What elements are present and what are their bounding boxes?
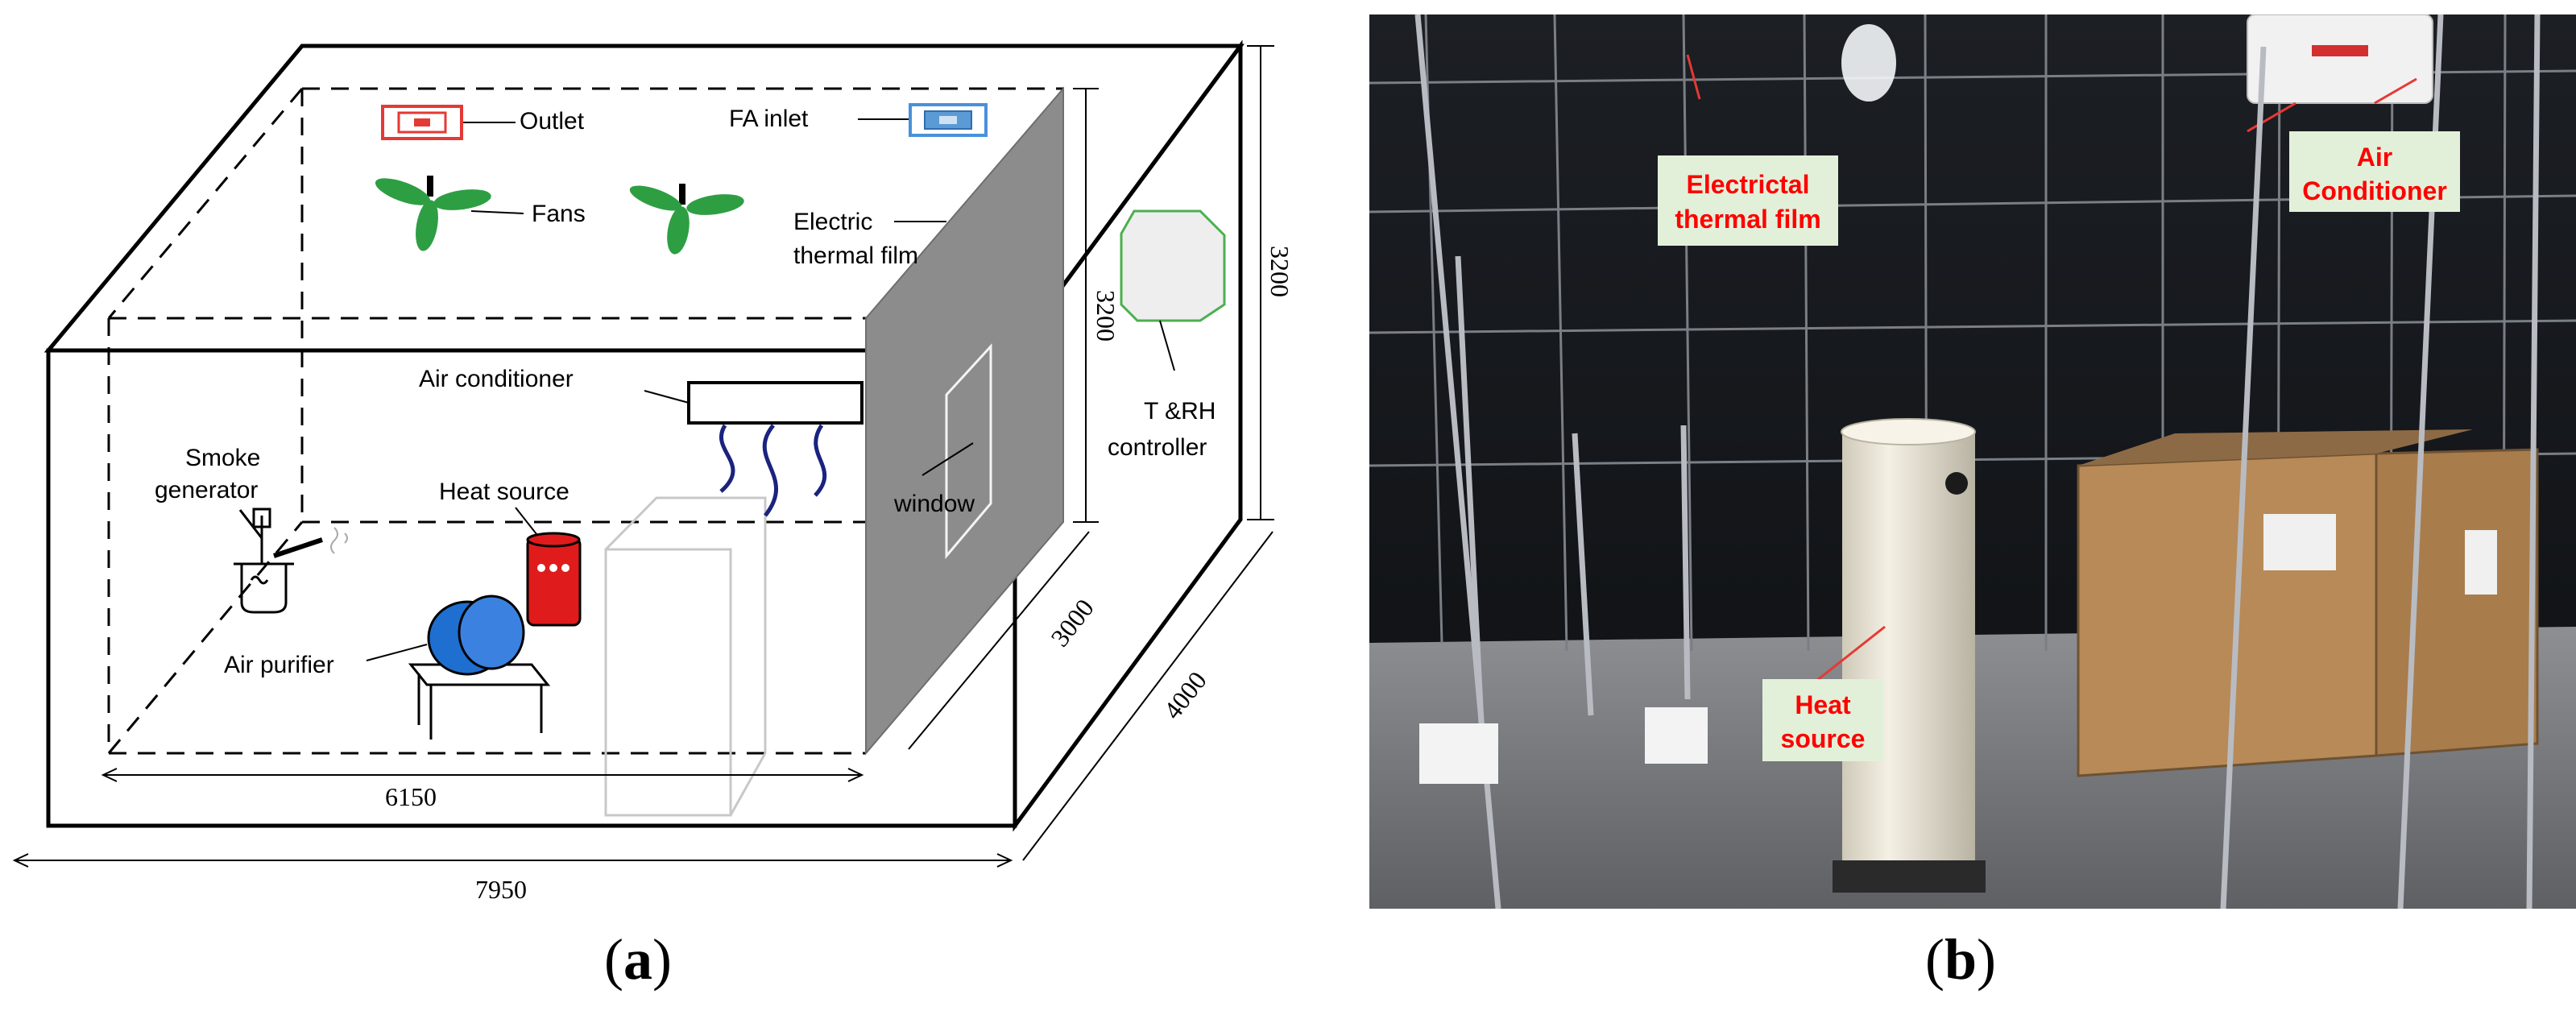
window-frame xyxy=(945,343,992,560)
photo-air-conditioner xyxy=(2247,15,2433,104)
controller-label-line2: controller xyxy=(1108,434,1207,461)
table-icon xyxy=(408,663,551,740)
outlet-label: Outlet xyxy=(520,108,585,135)
caption-b: (b) xyxy=(1925,927,1997,992)
fa-inlet-icon xyxy=(909,103,988,137)
fa-inlet-label: FA inlet xyxy=(729,106,809,132)
heat-source-icon xyxy=(526,532,582,627)
smoke-puff-icon xyxy=(330,527,348,554)
label-thermal-film: Electrictal thermal film xyxy=(1658,155,1838,246)
dim-inner-depth: 3000 xyxy=(1045,594,1100,653)
ceiling-light xyxy=(1841,24,1896,102)
heat-source-cylinder xyxy=(1833,418,1986,893)
dimension-lines xyxy=(12,45,1274,868)
label-air-conditioner-line2: Conditioner xyxy=(2302,176,2447,205)
chamber-photo: Electrictal thermal film Air Conditioner… xyxy=(1369,15,2576,909)
air-purifier-label: Air purifier xyxy=(224,652,334,678)
foam-base xyxy=(1645,707,1708,764)
label-thermal-film-line2: thermal film xyxy=(1675,205,1820,234)
air-conditioner-unit xyxy=(687,381,863,517)
controller-icon xyxy=(1120,209,1226,322)
chamber-schematic: window Outlet FA inlet Fans Electric the… xyxy=(12,39,1294,904)
dim-outer-length: 7950 xyxy=(475,875,527,904)
label-heat-source-line2: source xyxy=(1781,724,1866,753)
metal-poles xyxy=(1414,15,2541,909)
thermal-film-wall xyxy=(865,86,1064,756)
inner-room xyxy=(107,87,1063,755)
controller-label-line1: T &RH xyxy=(1144,398,1216,425)
dim-outer-height: 3200 xyxy=(1265,246,1294,297)
smoke-generator-icon xyxy=(234,508,323,614)
outer-box xyxy=(43,39,1245,832)
fan-icon xyxy=(629,184,744,255)
label-thermal-film-line1: Electrictal xyxy=(1687,170,1810,199)
caption-a-letter: a xyxy=(623,927,652,992)
smoke-generator-label-line2: generator xyxy=(155,477,258,503)
window-label: window xyxy=(893,491,975,517)
dim-outer-depth: 4000 xyxy=(1158,666,1212,725)
fan-icon xyxy=(375,176,491,251)
air-conditioner-label: Air conditioner xyxy=(419,366,574,392)
smoke-generator-label-line1: Smoke xyxy=(185,445,260,471)
dim-inner-length: 6150 xyxy=(385,782,437,811)
air-purifier-icon xyxy=(427,595,525,676)
thermal-film-label-line1: Electric xyxy=(793,209,872,235)
label-air-conditioner-line1: Air xyxy=(2357,143,2392,172)
thermal-film-label-line2: thermal film xyxy=(793,242,918,269)
foam-base xyxy=(1419,723,1498,784)
label-heat-source: Heat source xyxy=(1762,679,1883,761)
label-heat-source-line1: Heat xyxy=(1795,690,1851,719)
cardboard-boxes xyxy=(2077,429,2539,777)
callout-lines xyxy=(1686,54,2417,689)
label-air-conditioner: Air Conditioner xyxy=(2289,131,2460,212)
heat-source-label: Heat source xyxy=(439,479,569,505)
door-outline xyxy=(604,496,767,817)
outlet-icon xyxy=(381,105,463,140)
dim-inner-height: 3200 xyxy=(1091,290,1120,342)
caption-b-letter: b xyxy=(1944,927,1978,992)
caption-a: (a) xyxy=(604,927,672,992)
fans-label: Fans xyxy=(532,201,586,227)
